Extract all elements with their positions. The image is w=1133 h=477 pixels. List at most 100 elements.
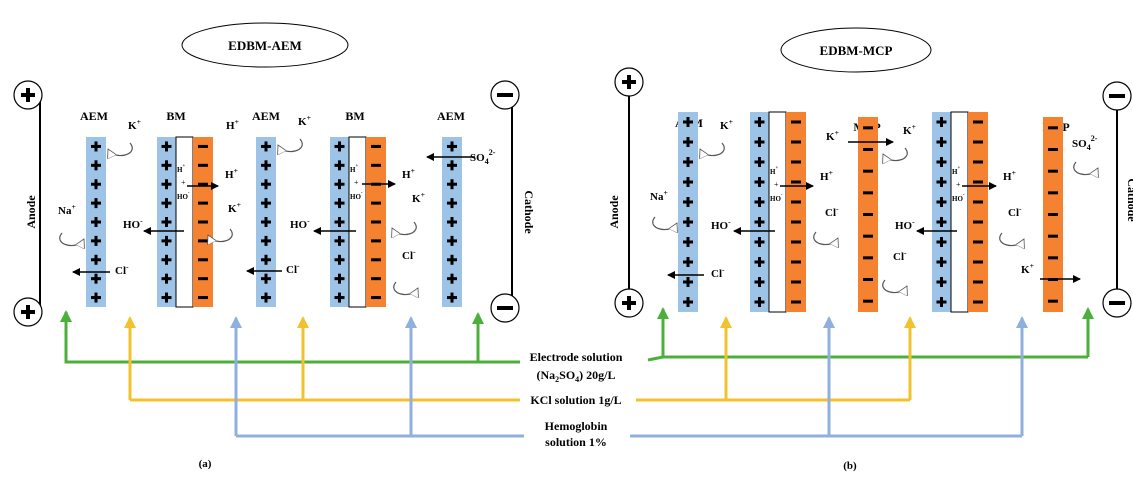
minus-sign	[791, 200, 801, 204]
ion-label: Na+	[650, 188, 668, 203]
plus-sign	[94, 160, 98, 171]
plus-sign	[264, 235, 268, 246]
ion-label: K+	[128, 117, 141, 132]
plus-sign	[450, 160, 454, 171]
ion-label: K+	[298, 113, 311, 128]
plus-sign	[450, 292, 454, 303]
rejected-ion-arrow	[278, 138, 303, 152]
minus-sign	[198, 163, 208, 167]
minus-sign	[863, 234, 873, 238]
plus-sign	[165, 179, 168, 190]
minus-sign	[1048, 191, 1058, 195]
title-a: EDBM-AEM	[228, 38, 302, 53]
plus-sign	[758, 237, 761, 247]
minus-sign	[1048, 234, 1058, 238]
plus-sign	[627, 296, 631, 310]
minus-sign	[973, 300, 983, 304]
ion-label: Cl-	[893, 248, 907, 263]
plus-sign	[686, 197, 690, 207]
membrane-label: BM	[345, 109, 364, 123]
minus-sign	[371, 163, 381, 167]
plus-sign	[940, 237, 943, 247]
ion-label: K+	[903, 122, 916, 137]
plus-sign	[165, 292, 168, 303]
plus-sign	[264, 254, 268, 265]
plus-sign	[165, 141, 168, 152]
plus-sign	[94, 217, 98, 227]
plus-sign	[758, 297, 761, 307]
plus-sign	[450, 254, 454, 265]
minus-sign	[1048, 299, 1058, 303]
plus-sign	[758, 117, 761, 127]
minus-sign	[791, 240, 801, 244]
ion-label: H+	[225, 166, 238, 181]
plus-sign	[338, 273, 341, 284]
plus-sign	[94, 179, 98, 190]
caption-a: (a)	[199, 458, 212, 470]
plus-sign	[758, 277, 761, 287]
plus-sign	[627, 75, 631, 89]
plus-sign	[450, 179, 454, 190]
ion-label: H+	[820, 168, 833, 183]
minus-sign	[973, 140, 983, 144]
minus-sign	[1048, 213, 1058, 216]
plus-sign	[94, 273, 98, 284]
membrane-label: AEM	[80, 109, 108, 123]
ion-label: Cl-	[115, 262, 129, 277]
anode-label: Anode	[24, 195, 38, 229]
plus-sign	[450, 198, 454, 209]
ion-label: K+	[412, 190, 425, 205]
anode-label: Anode	[607, 195, 621, 229]
plus-sign	[940, 257, 943, 267]
plus-sign	[264, 179, 268, 190]
minus-sign	[973, 180, 983, 184]
minus-sign	[973, 120, 983, 124]
plus-sign	[264, 273, 268, 284]
minus-sign	[371, 201, 381, 205]
plus-sign	[758, 197, 761, 207]
plus-sign	[940, 297, 943, 307]
plus-sign	[165, 254, 168, 265]
plus-sign	[450, 235, 454, 246]
plus-sign	[686, 237, 690, 247]
minus-sign	[1109, 94, 1125, 98]
plus-sign	[338, 141, 341, 152]
minus-sign	[791, 120, 801, 124]
minus-sign	[973, 200, 983, 204]
ion-label: Cl-	[1008, 204, 1022, 219]
plus-sign	[264, 198, 268, 209]
electrode-feed-line	[64, 314, 520, 364]
ion-label: HO-	[177, 191, 190, 201]
minus-sign	[973, 220, 983, 224]
minus-sign	[863, 169, 873, 173]
plus-sign	[686, 277, 690, 287]
plus-sign	[940, 117, 943, 127]
minus-sign	[863, 299, 873, 303]
title-ellipse-b	[780, 27, 932, 73]
ion-label: +	[181, 178, 186, 187]
bipolar-membrane-core	[348, 136, 367, 308]
minus-sign	[371, 239, 381, 243]
ion-label: Cl-	[286, 261, 300, 276]
minus-sign	[1048, 148, 1058, 151]
rejected-ion-arrow	[652, 216, 677, 230]
bipolar-membrane-core	[175, 136, 194, 308]
plus-sign	[686, 117, 690, 127]
plus-sign	[758, 177, 761, 187]
membrane-label: BM	[166, 109, 185, 123]
minus-sign	[371, 258, 381, 262]
ion-label: H+	[1003, 168, 1016, 183]
plus-sign	[26, 88, 30, 102]
plus-sign	[165, 273, 168, 284]
plus-sign	[264, 292, 268, 303]
ion-label: K+	[826, 128, 839, 143]
plus-sign	[758, 257, 761, 267]
plus-sign	[338, 198, 341, 209]
caption-b: (b)	[843, 460, 857, 472]
electrode-solution-formula: (Na2SO4) 20g/L	[536, 368, 615, 384]
membrane-label: AEM	[252, 109, 280, 123]
kcl-solution-label: KCl solution 1g/L	[530, 393, 621, 407]
minus-sign	[1048, 126, 1058, 130]
membrane-label: AEM	[437, 109, 465, 123]
